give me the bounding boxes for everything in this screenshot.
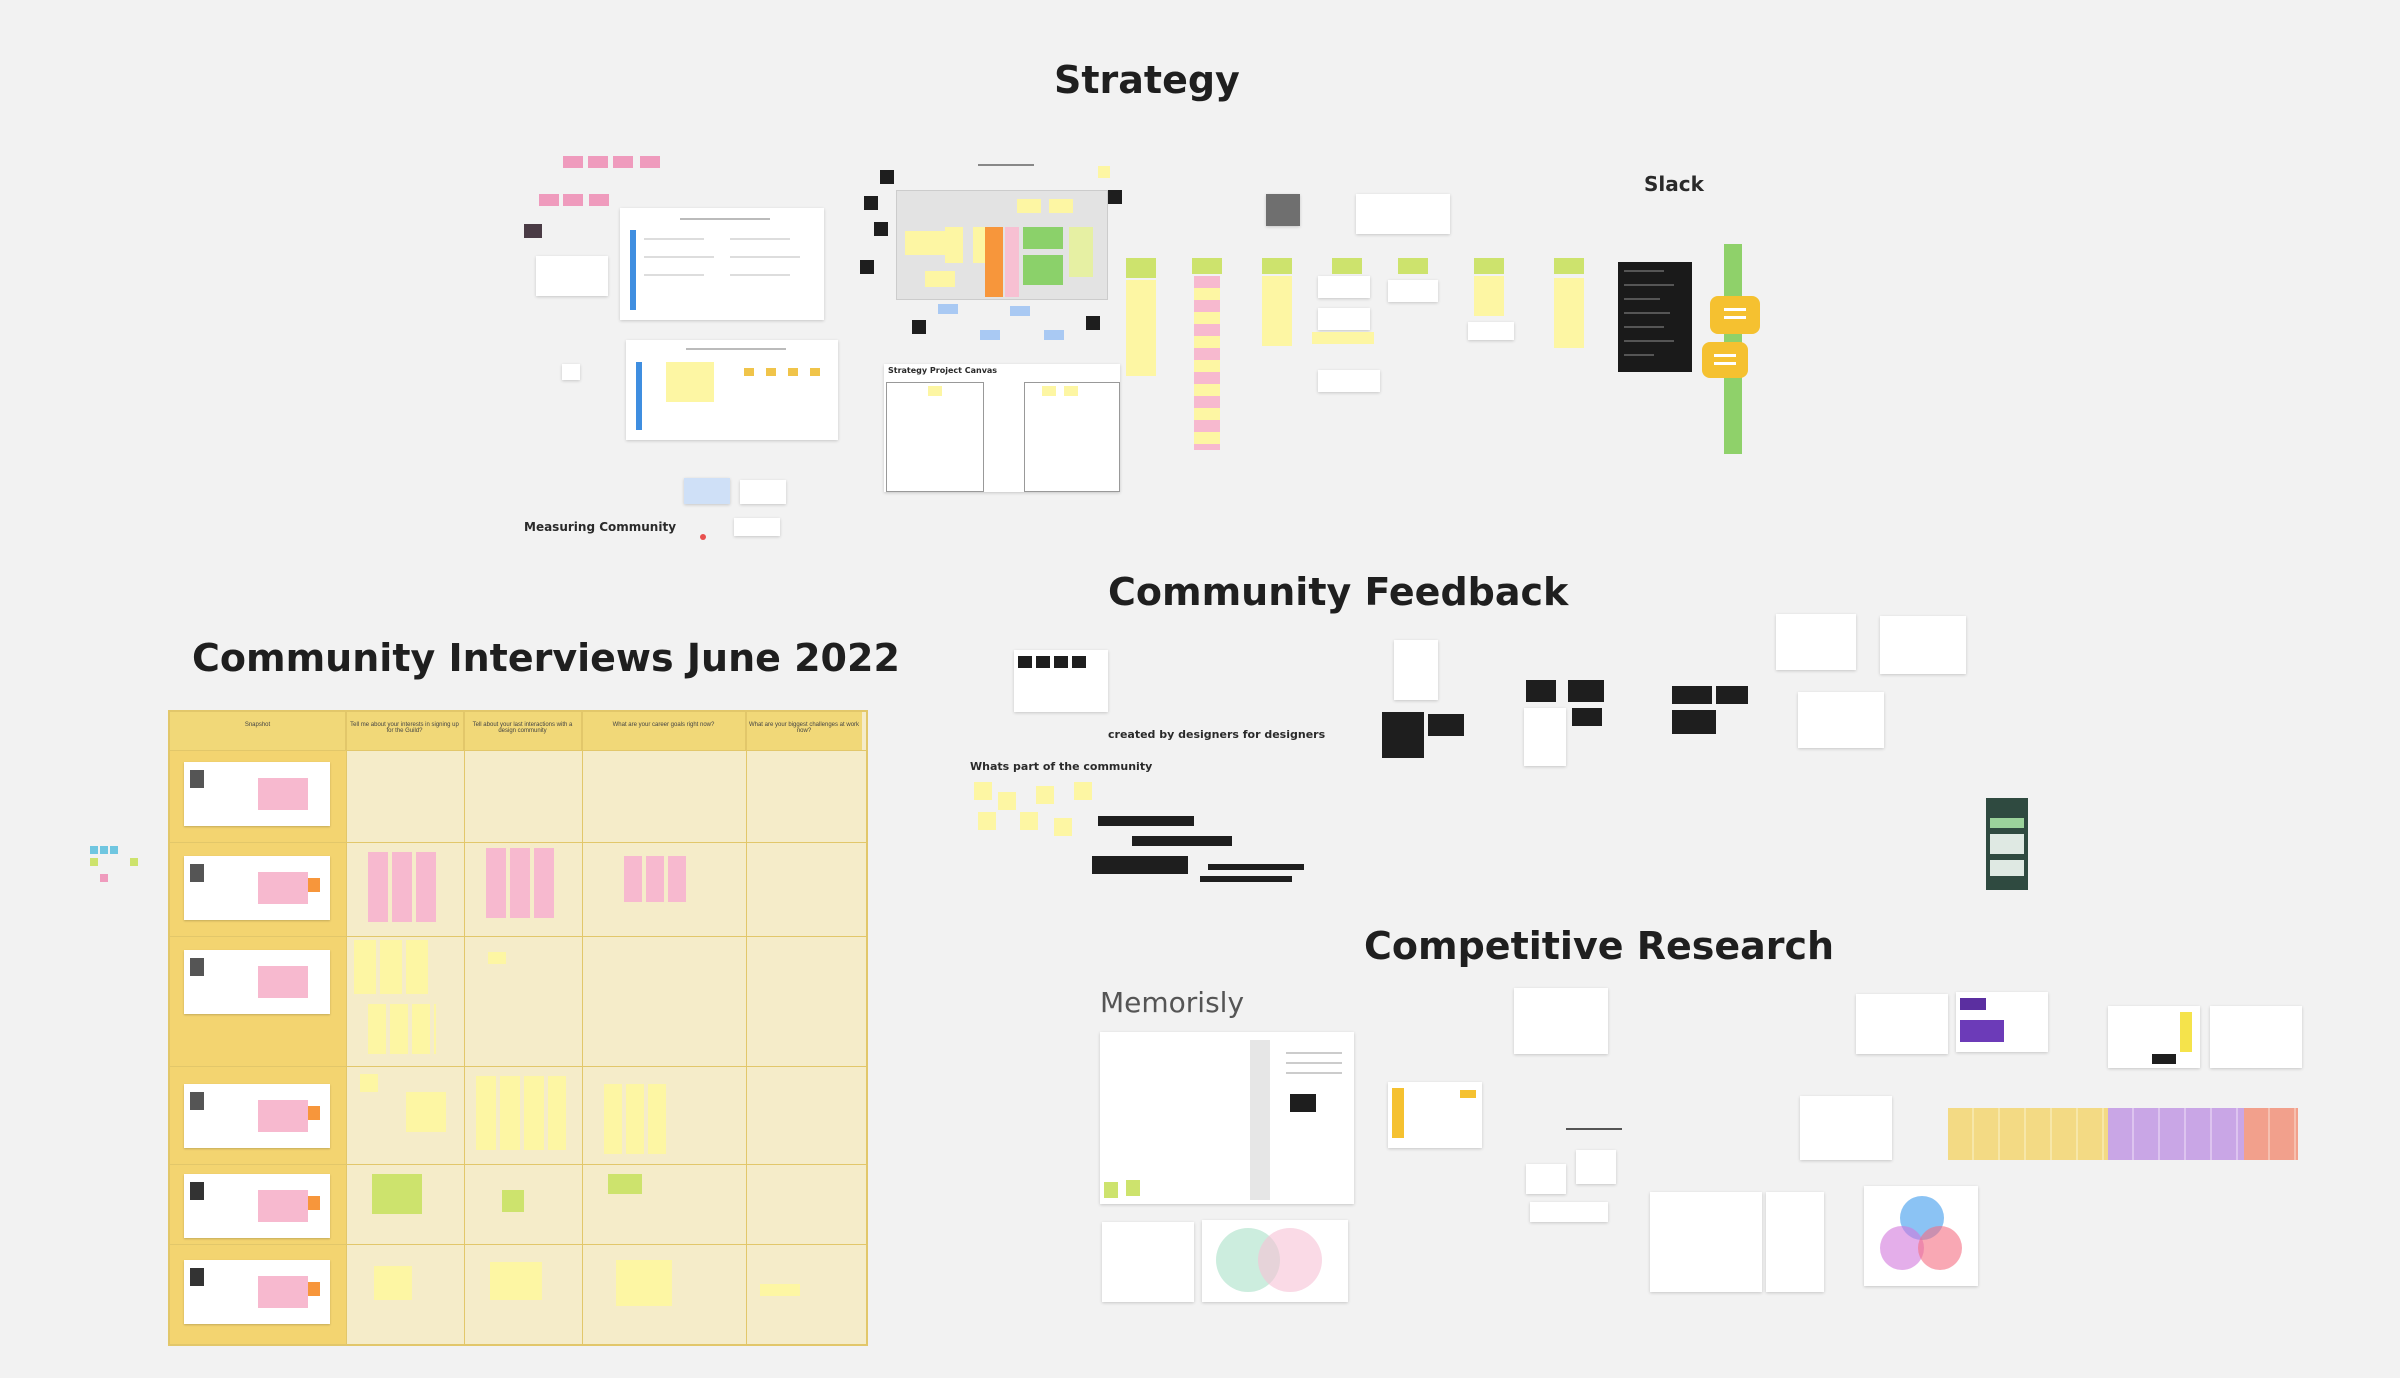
- feedback-card-1[interactable]: [1394, 640, 1438, 700]
- photo-card[interactable]: [1266, 194, 1300, 226]
- competitor-card-7[interactable]: [2108, 1006, 2200, 1068]
- yellow-stickies[interactable]: [360, 1074, 378, 1092]
- measuring-thumb-1[interactable]: [684, 478, 730, 504]
- competitor-card-4[interactable]: [1530, 1202, 1608, 1222]
- table-header: What are your biggest challenges at work…: [746, 712, 862, 750]
- yellow-stickies[interactable]: [368, 1004, 436, 1054]
- feedback-survey-card-1[interactable]: [1776, 614, 1856, 670]
- yellow-stickies[interactable]: [354, 940, 430, 994]
- measuring-thumb-2[interactable]: [740, 480, 786, 504]
- venn-diagram-card-1[interactable]: [1202, 1220, 1348, 1302]
- tiny-card[interactable]: [562, 364, 580, 380]
- feedback-survey-card-3[interactable]: [1798, 692, 1884, 748]
- table-header: What are your career goals right now?: [582, 712, 746, 750]
- feedback-dark-block-5[interactable]: [1572, 708, 1602, 726]
- yellow-stickies[interactable]: [406, 1092, 446, 1132]
- strategy-project-canvas-card[interactable]: Strategy Project Canvas: [884, 364, 1120, 492]
- section-title-community-feedback: Community Feedback: [1108, 570, 1569, 614]
- strategy-board-caption: [978, 164, 1034, 166]
- feedback-phone-screens[interactable]: [1986, 798, 2028, 890]
- pink-stickies[interactable]: [486, 848, 554, 918]
- pink-stickies[interactable]: [624, 856, 688, 902]
- feedback-dark-block-2[interactable]: [1428, 714, 1464, 736]
- competitor-card-5[interactable]: [1800, 1096, 1892, 1160]
- measuring-community-label: Measuring Community: [524, 520, 677, 534]
- comment-bubble-icon[interactable]: [1702, 342, 1748, 378]
- competitor-blank-card-1[interactable]: [1650, 1192, 1762, 1292]
- research-caption: [1566, 1128, 1622, 1130]
- green-stickies[interactable]: [502, 1190, 524, 1212]
- feedback-dark-block-4[interactable]: [1568, 680, 1604, 702]
- competitor-card-2[interactable]: [1526, 1164, 1566, 1194]
- feedback-dark-block-3[interactable]: [1526, 680, 1556, 702]
- tiny-dark-note[interactable]: [524, 224, 542, 238]
- yellow-stickies[interactable]: [374, 1266, 412, 1300]
- yellow-stickies[interactable]: [490, 1262, 542, 1300]
- pink-stickies[interactable]: [368, 852, 438, 922]
- strategy-doc-card-1[interactable]: [620, 208, 824, 320]
- measuring-thumb-3[interactable]: [734, 518, 780, 536]
- section-title-community-interviews: Community Interviews June 2022: [192, 636, 900, 680]
- small-note-card[interactable]: [536, 256, 608, 296]
- competitor-card-8[interactable]: [2210, 1006, 2302, 1068]
- memorisly-notes-card[interactable]: [1102, 1222, 1194, 1302]
- competitor-yellow-card[interactable]: [1388, 1082, 1482, 1148]
- interview-snapshot[interactable]: [184, 1174, 330, 1238]
- green-stickies[interactable]: [372, 1174, 422, 1214]
- table-row: [170, 1164, 866, 1245]
- table-header: Snapshot: [170, 712, 346, 750]
- competitor-card-6[interactable]: [1856, 994, 1948, 1054]
- yellow-stickies[interactable]: [488, 952, 506, 964]
- competitor-blank-card-2[interactable]: [1766, 1192, 1824, 1292]
- table-row: [170, 842, 866, 937]
- table-row: [170, 1066, 866, 1165]
- yellow-stickies[interactable]: [476, 1076, 566, 1150]
- comparison-matrix[interactable]: [1948, 1108, 2298, 1160]
- interview-snapshot[interactable]: [184, 950, 330, 1014]
- red-dot: [700, 534, 706, 540]
- green-stickies[interactable]: [608, 1174, 642, 1194]
- slack-channel-list[interactable]: [1618, 262, 1692, 372]
- text-note-card[interactable]: [1356, 194, 1450, 234]
- yellow-stickies[interactable]: [604, 1084, 666, 1154]
- feedback-dark-block-8[interactable]: [1672, 710, 1716, 734]
- yellow-stickies[interactable]: [616, 1260, 672, 1306]
- slack-label: Slack: [1644, 172, 1704, 196]
- memorisly-board[interactable]: [1100, 1032, 1354, 1204]
- comment-bubble-icon[interactable]: [1710, 296, 1760, 334]
- strategy-doc-card-2[interactable]: [626, 340, 838, 440]
- venn-diagram-card-2[interactable]: [1864, 1186, 1978, 1286]
- feedback-survey-card-2[interactable]: [1880, 616, 1966, 674]
- competitor-card-3[interactable]: [1576, 1150, 1616, 1184]
- interview-snapshot[interactable]: [184, 856, 330, 920]
- interview-snapshot[interactable]: [184, 762, 330, 826]
- table-row: [170, 936, 866, 1067]
- competitor-card-1[interactable]: [1514, 988, 1608, 1054]
- feedback-dark-block-1[interactable]: [1382, 712, 1424, 758]
- table-row: [170, 750, 866, 843]
- section-title-strategy: Strategy: [1054, 58, 1240, 102]
- created-by-label: created by designers for designers: [1108, 728, 1326, 741]
- interview-snapshot[interactable]: [184, 1260, 330, 1324]
- feedback-dark-block-7[interactable]: [1716, 686, 1748, 704]
- strategy-project-board[interactable]: [896, 190, 1108, 300]
- section-title-competitive-research: Competitive Research: [1364, 924, 1835, 968]
- table-row: [170, 1244, 866, 1343]
- whats-part-label: Whats part of the community: [970, 760, 1153, 773]
- feedback-card-2[interactable]: [1524, 708, 1566, 766]
- yellow-stickies[interactable]: [760, 1284, 800, 1296]
- feedback-dark-block-6[interactable]: [1672, 686, 1712, 704]
- table-header: Tell about your last interactions with a…: [464, 712, 582, 750]
- interview-table[interactable]: Snapshot Tell me about your interests in…: [168, 710, 868, 1346]
- competitor-purple-card[interactable]: [1956, 992, 2048, 1052]
- interview-snapshot[interactable]: [184, 1084, 330, 1148]
- feedback-header-card[interactable]: [1014, 650, 1108, 712]
- table-header: Tell me about your interests in signing …: [346, 712, 464, 750]
- memorisly-label: Memorisly: [1100, 986, 1245, 1019]
